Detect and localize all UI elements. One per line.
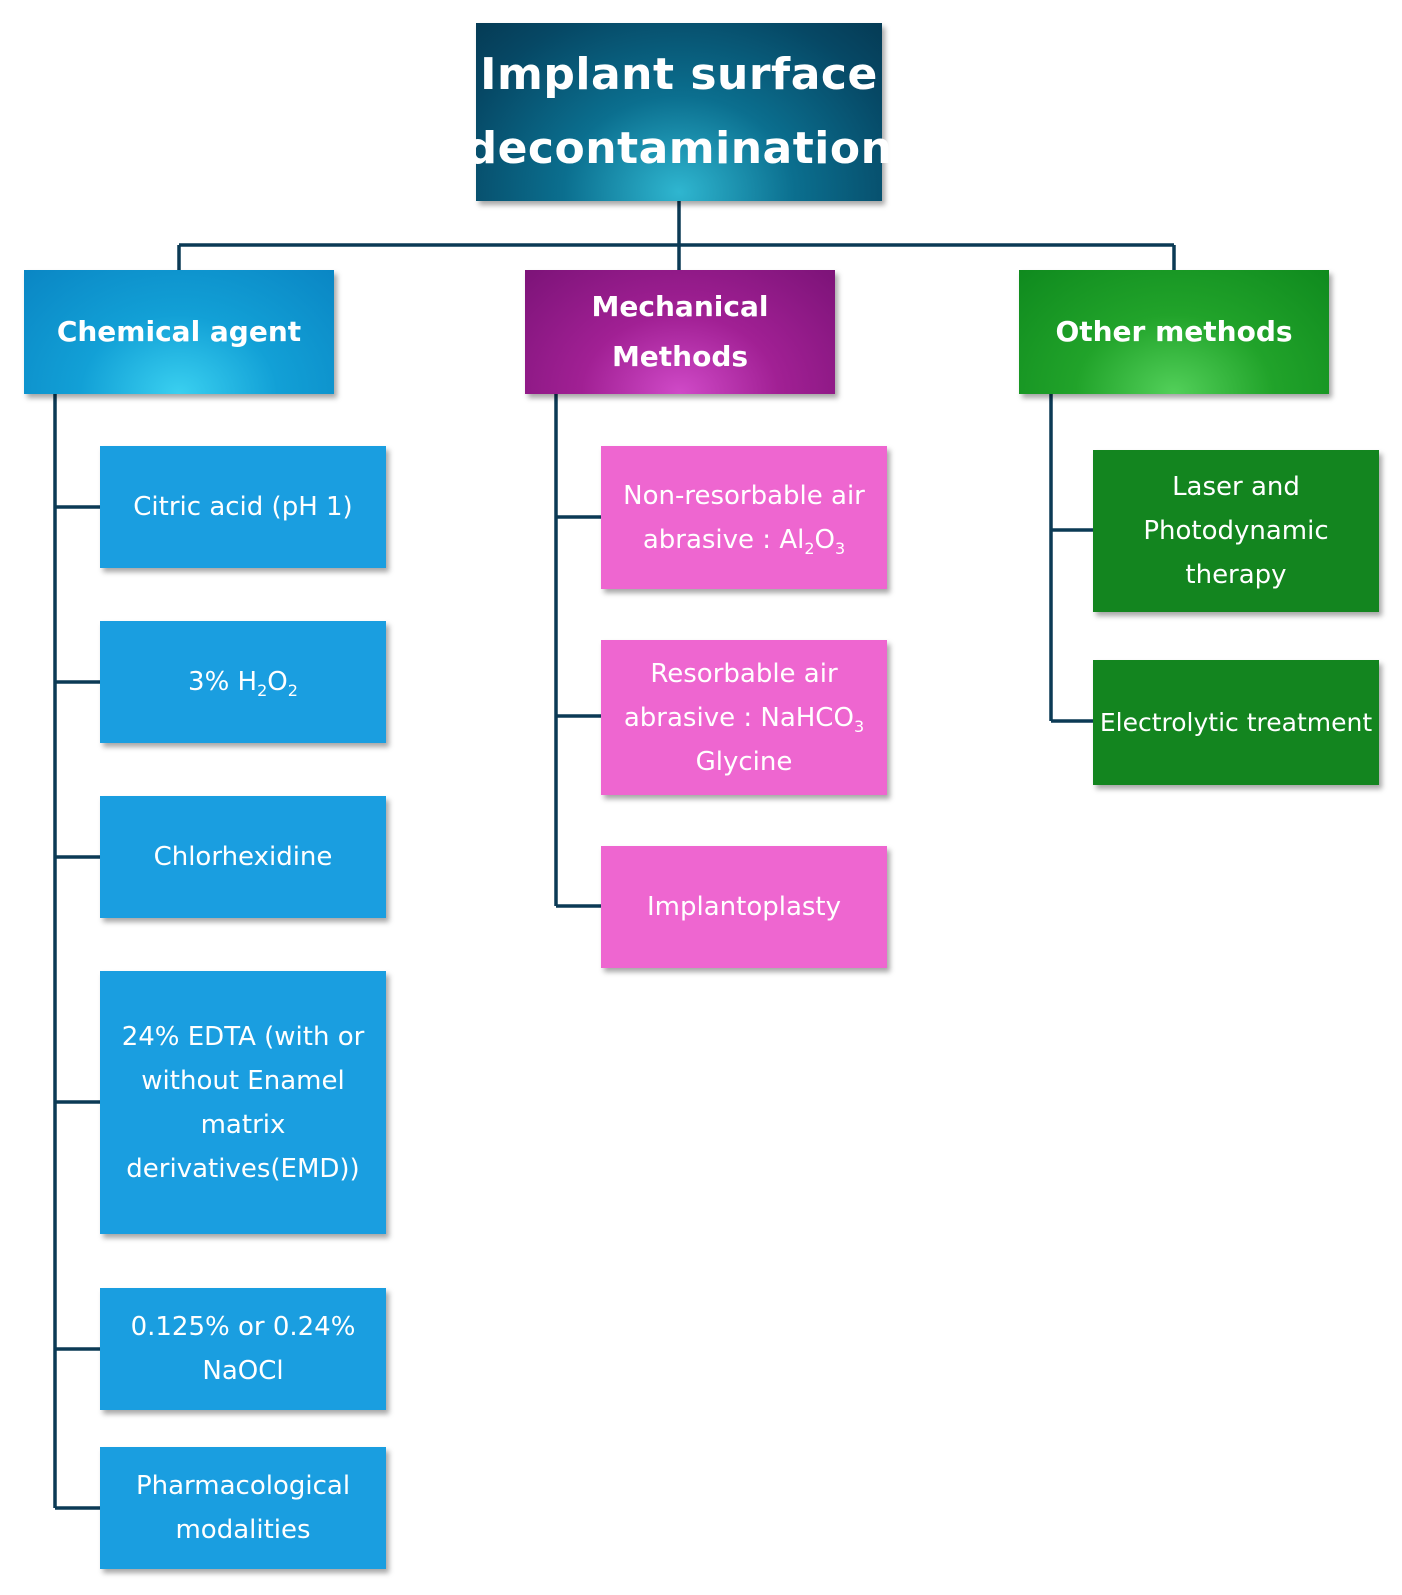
root-title-line1: Implant surface (480, 49, 878, 100)
nonresorbable-line1: Non-resorbable air (623, 480, 865, 511)
node-pharmacological: Pharmacological modalities (100, 1447, 386, 1569)
root-title-line2: decontamination (465, 123, 893, 174)
node-electrolytic-treatment: Electrolytic treatment (1093, 660, 1379, 785)
edta-line3: matrix (200, 1109, 286, 1140)
edta-line4: derivatives(EMD)) (126, 1153, 360, 1184)
node-resorbable-air-abrasive: Resorbable air abrasive : NaHCO3 Glycine (601, 640, 887, 795)
chlorhexidine-label: Chlorhexidine (153, 842, 333, 872)
category-chemical-label: Chemical agent (56, 315, 302, 348)
root-node: Implant surface decontamination (466, 23, 892, 201)
edta-line2: without Enamel (141, 1065, 345, 1096)
naocl-line1: 0.125% or 0.24% (130, 1312, 356, 1342)
laser-line2: Photodynamic (1143, 516, 1329, 546)
category-mechanical-methods: Mechanical Methods (525, 270, 835, 394)
laser-line1: Laser and (1172, 472, 1300, 502)
node-laser-photodynamic: Laser and Photodynamic therapy (1093, 450, 1379, 612)
node-hydrogen-peroxide: 3% H2O2 (100, 621, 386, 743)
edta-line1: 24% EDTA (with or (121, 1021, 365, 1052)
node-implantoplasty: Implantoplasty (601, 846, 887, 968)
node-citric-acid: Citric acid (pH 1) (100, 446, 386, 568)
node-edta: 24% EDTA (with or without Enamel matrix … (100, 971, 386, 1234)
implantoplasty-label: Implantoplasty (646, 892, 842, 922)
resorbable-line1: Resorbable air (650, 658, 838, 689)
pharma-line1: Pharmacological (135, 1471, 351, 1501)
category-mechanical-line1: Mechanical (591, 290, 769, 323)
category-other-label: Other methods (1055, 315, 1293, 348)
pharma-line2: modalities (175, 1515, 311, 1545)
nonresorbable-line2: abrasive : Al2O3 (642, 524, 846, 558)
node-chlorhexidine: Chlorhexidine (100, 796, 386, 918)
resorbable-line3: Glycine (695, 746, 793, 777)
electrolytic-label: Electrolytic treatment (1099, 707, 1373, 737)
citric-acid-label: Citric acid (pH 1) (133, 492, 353, 522)
laser-line3: therapy (1185, 560, 1287, 590)
node-naocl: 0.125% or 0.24% NaOCl (100, 1288, 386, 1410)
category-chemical-agent: Chemical agent (24, 270, 334, 394)
naocl-line2: NaOCl (202, 1356, 284, 1386)
h2o2-label: 3% H2O2 (188, 667, 298, 700)
resorbable-line2: abrasive : NaHCO3 (623, 702, 865, 736)
category-other-methods: Other methods (1019, 270, 1329, 394)
category-mechanical-line2: Methods (611, 340, 749, 373)
node-non-resorbable-air-abrasive: Non-resorbable air abrasive : Al2O3 (601, 446, 887, 589)
